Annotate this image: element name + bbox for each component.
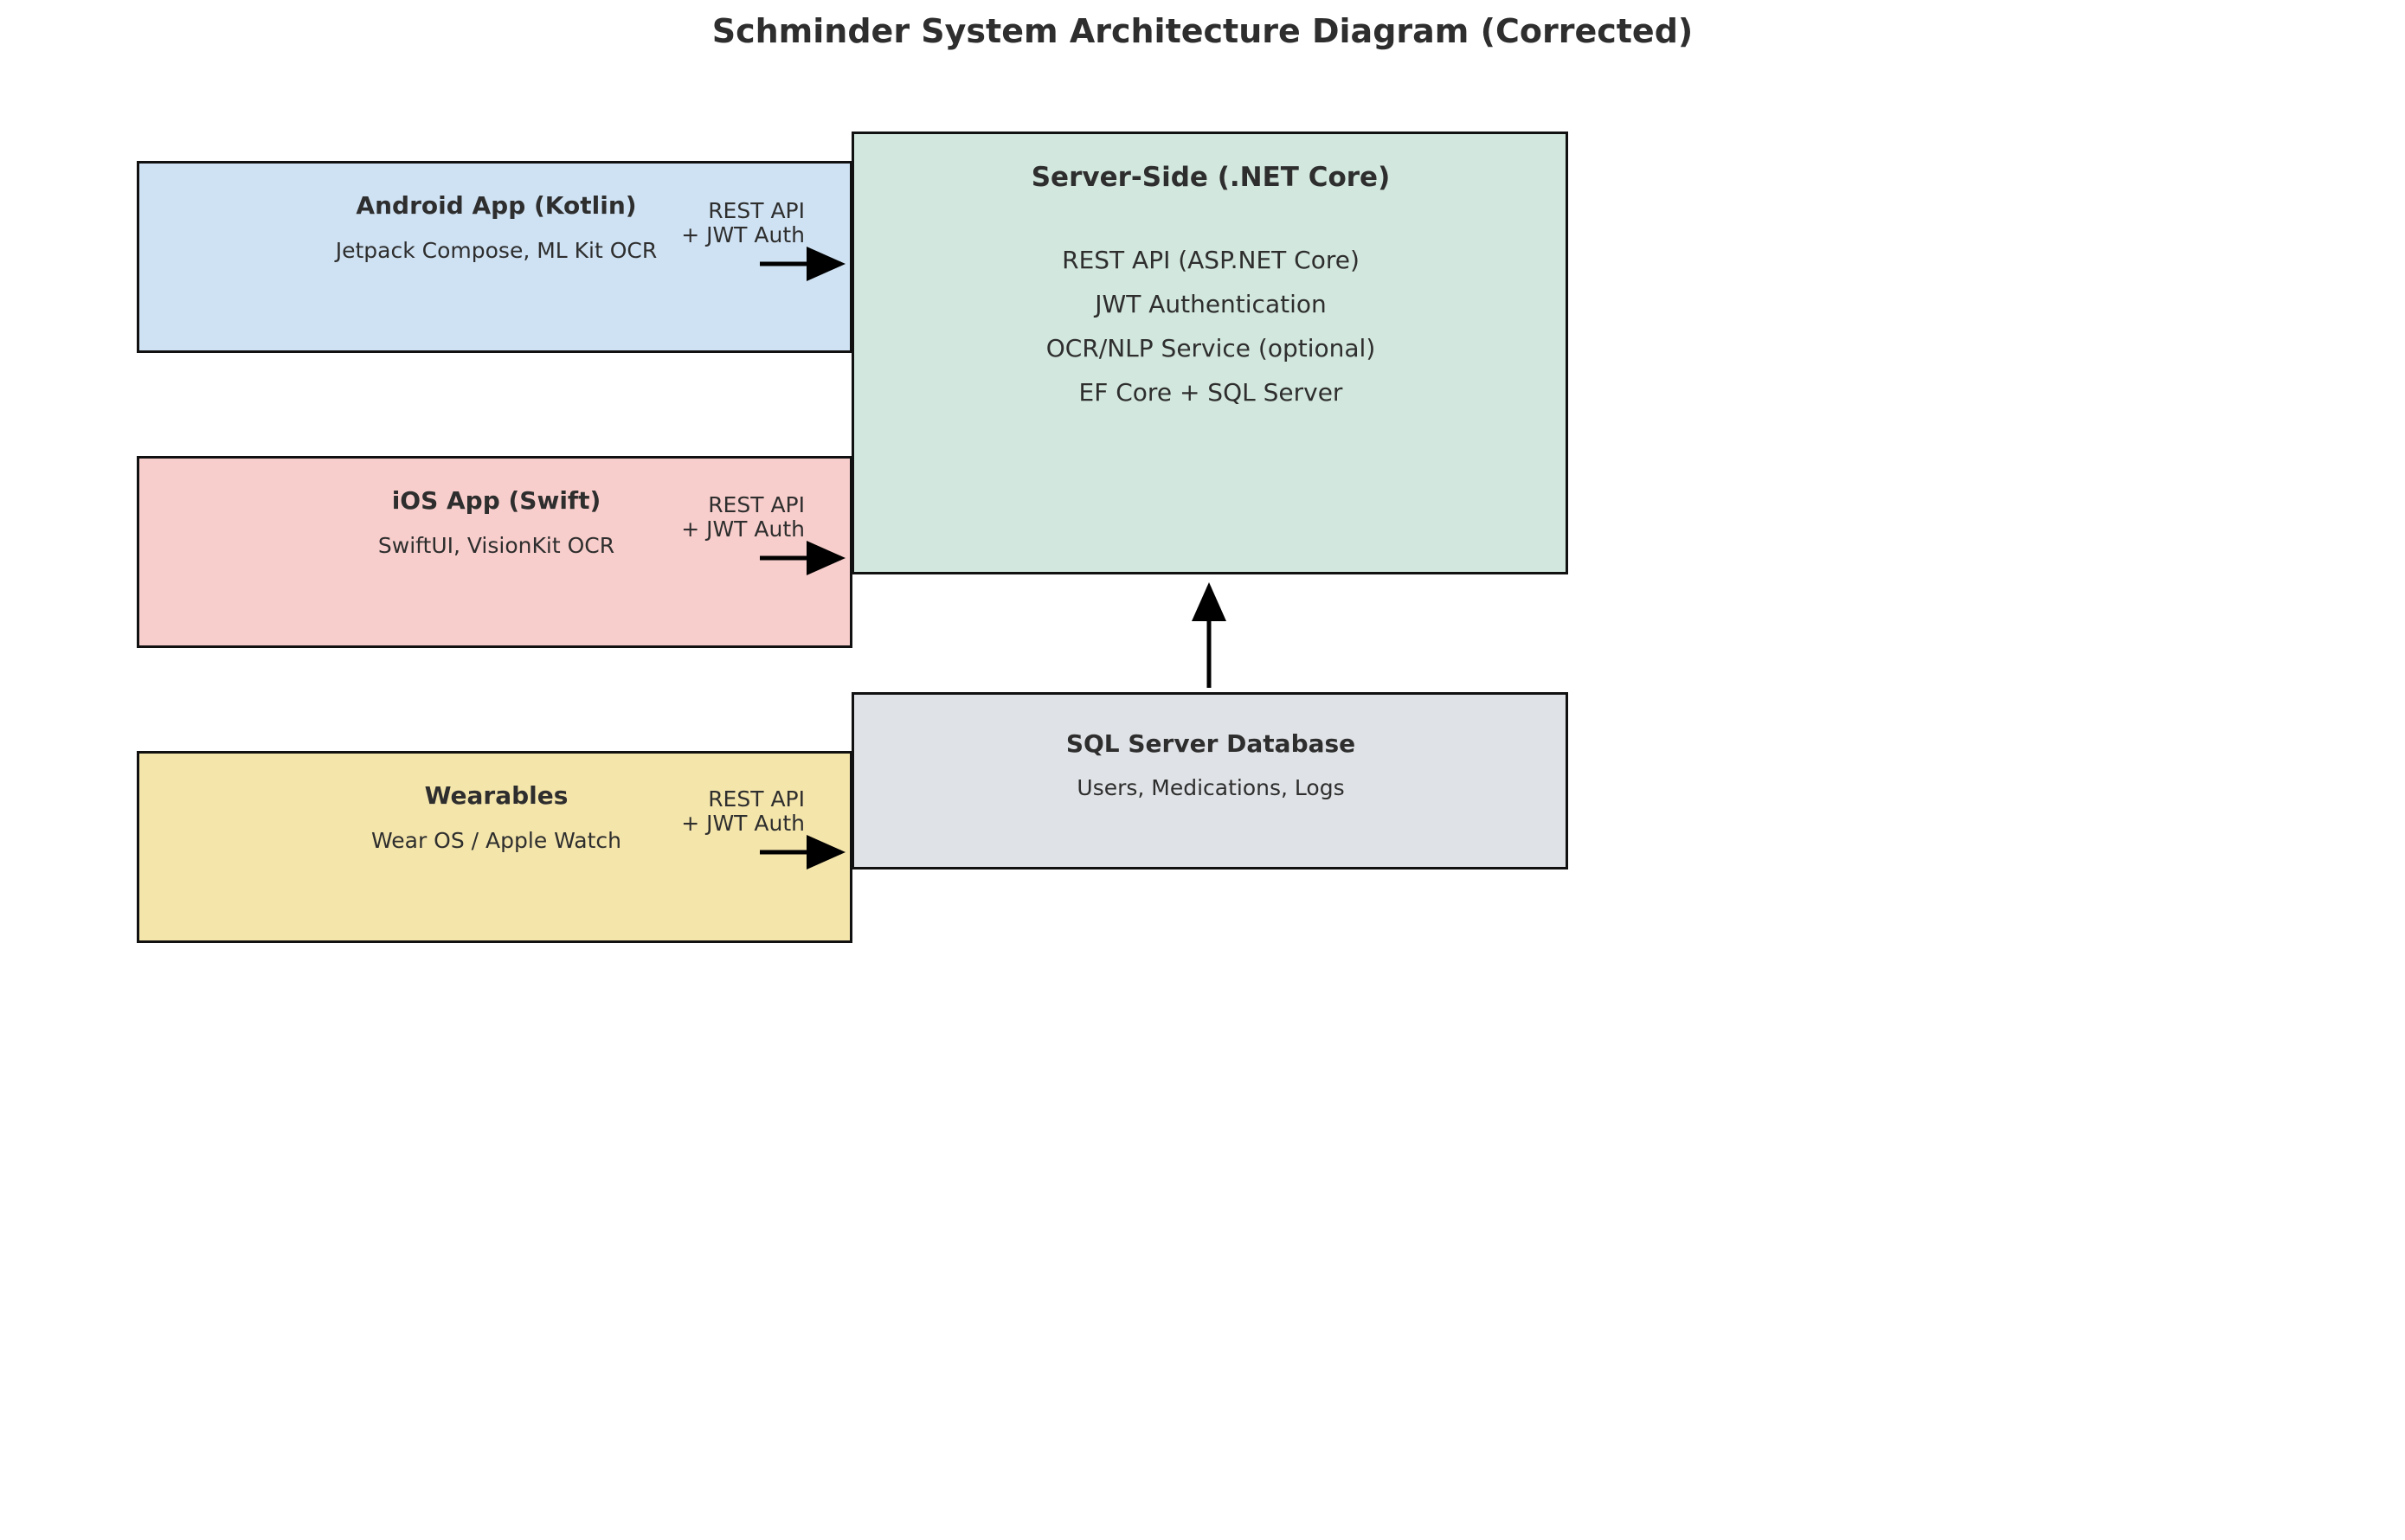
ios-app-subtitle: SwiftUI, VisionKit OCR <box>377 533 615 558</box>
database-title: SQL Server Database <box>1065 729 1356 758</box>
server-component: JWT Authentication <box>1095 290 1327 318</box>
wearables-node: Wearables Wear OS / Apple Watch <box>137 751 852 943</box>
edge-label-line: + JWT Auth <box>681 811 805 836</box>
server-component: OCR/NLP Service (optional) <box>1045 334 1376 363</box>
ios-edge-label: REST API + JWT Auth <box>632 493 805 542</box>
server-title: Server-Side (.NET Core) <box>1031 162 1391 193</box>
android-edge-label: REST API + JWT Auth <box>632 199 805 247</box>
ios-app-node: iOS App (Swift) SwiftUI, VisionKit OCR <box>137 456 852 648</box>
database-node: SQL Server Database Users, Medications, … <box>852 692 1568 869</box>
server-node: Server-Side (.NET Core) REST API (ASP.NE… <box>852 132 1568 574</box>
android-app-node: Android App (Kotlin) Jetpack Compose, ML… <box>137 161 852 353</box>
wearables-subtitle: Wear OS / Apple Watch <box>371 828 621 853</box>
edge-label-line: REST API <box>708 198 805 223</box>
database-subtitle: Users, Medications, Logs <box>1077 775 1345 800</box>
server-component: EF Core + SQL Server <box>1078 378 1343 407</box>
edge-label-line: REST API <box>708 492 805 517</box>
server-component: REST API (ASP.NET Core) <box>1062 246 1360 274</box>
android-app-title: Android App (Kotlin) <box>356 191 637 220</box>
edge-label-line: + JWT Auth <box>681 517 805 542</box>
wearables-edge-label: REST API + JWT Auth <box>632 787 805 836</box>
edge-label-line: + JWT Auth <box>681 222 805 247</box>
diagram-title: Schminder System Architecture Diagram (C… <box>711 12 1694 50</box>
ios-app-title: iOS App (Swift) <box>391 486 601 515</box>
server-component-list: REST API (ASP.NET Core) JWT Authenticati… <box>854 238 1567 414</box>
android-app-subtitle: Jetpack Compose, ML Kit OCR <box>335 238 658 263</box>
edge-label-line: REST API <box>708 786 805 812</box>
wearables-title: Wearables <box>424 781 569 810</box>
